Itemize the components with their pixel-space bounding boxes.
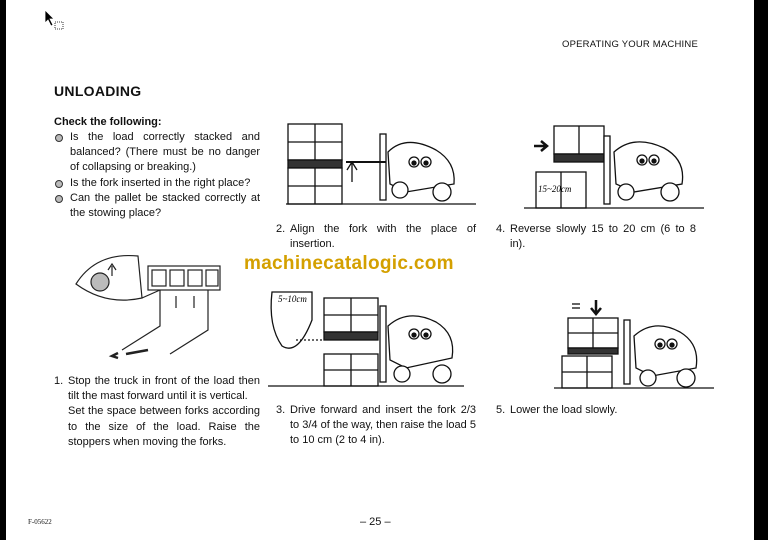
step-number: 2. bbox=[276, 223, 286, 235]
step-1: 1. Stop the truck in front of the load t… bbox=[54, 374, 260, 450]
step-4: 4. Reverse slowly 15 to 20 cm (6 to 8 in… bbox=[496, 222, 696, 252]
step-text: Stop the truck in front of the load then… bbox=[68, 375, 260, 448]
step-5: 5. Lower the load slowly. bbox=[496, 403, 696, 418]
figure-reverse: 15~20cm bbox=[524, 125, 704, 209]
step-number: 4. bbox=[496, 223, 506, 235]
mouse-pointer-icon bbox=[44, 9, 64, 30]
fig4-callout-label: 15~20cm bbox=[538, 184, 572, 194]
manual-page: OPERATING YOUR MACHINE UNLOADING Check t… bbox=[6, 0, 754, 540]
step-3: 3. Drive forward and insert the fork 2/3… bbox=[276, 403, 476, 449]
step-number: 1. bbox=[54, 375, 64, 387]
step-text: Align the fork with the place of inserti… bbox=[290, 223, 476, 251]
document-code: F-05622 bbox=[28, 518, 52, 526]
checklist: Is the load correctly stacked and balanc… bbox=[54, 130, 260, 221]
figure-align-fork bbox=[286, 123, 476, 205]
checklist-item: Is the fork inserted in the right place? bbox=[54, 176, 260, 191]
figure-lower-load bbox=[554, 300, 714, 389]
fig3-callout-label: 5~10cm bbox=[278, 294, 307, 304]
step-text: Lower the load slowly. bbox=[510, 404, 618, 416]
section-header: OPERATING YOUR MACHINE bbox=[561, 39, 698, 50]
checklist-item: Is the load correctly stacked and balanc… bbox=[54, 130, 260, 176]
checklist-heading: Check the following: bbox=[54, 116, 162, 128]
figure-fork-adjustment bbox=[75, 254, 221, 360]
page-title: UNLOADING bbox=[54, 83, 142, 99]
step-text: Reverse slowly 15 to 20 cm (6 to 8 in). bbox=[510, 223, 696, 251]
step-text: Drive forward and insert the fork 2/3 to… bbox=[290, 404, 476, 447]
figure-insert-raise: 5~10cm bbox=[268, 291, 464, 387]
page-number: – 25 – bbox=[360, 516, 391, 528]
watermark: machinecatalogic.com bbox=[244, 253, 454, 274]
checklist-item: Can the pallet be stacked correctly at t… bbox=[54, 191, 260, 221]
step-number: 5. bbox=[496, 404, 506, 416]
step-2: 2. Align the fork with the place of inse… bbox=[276, 222, 476, 252]
step-number: 3. bbox=[276, 404, 286, 416]
